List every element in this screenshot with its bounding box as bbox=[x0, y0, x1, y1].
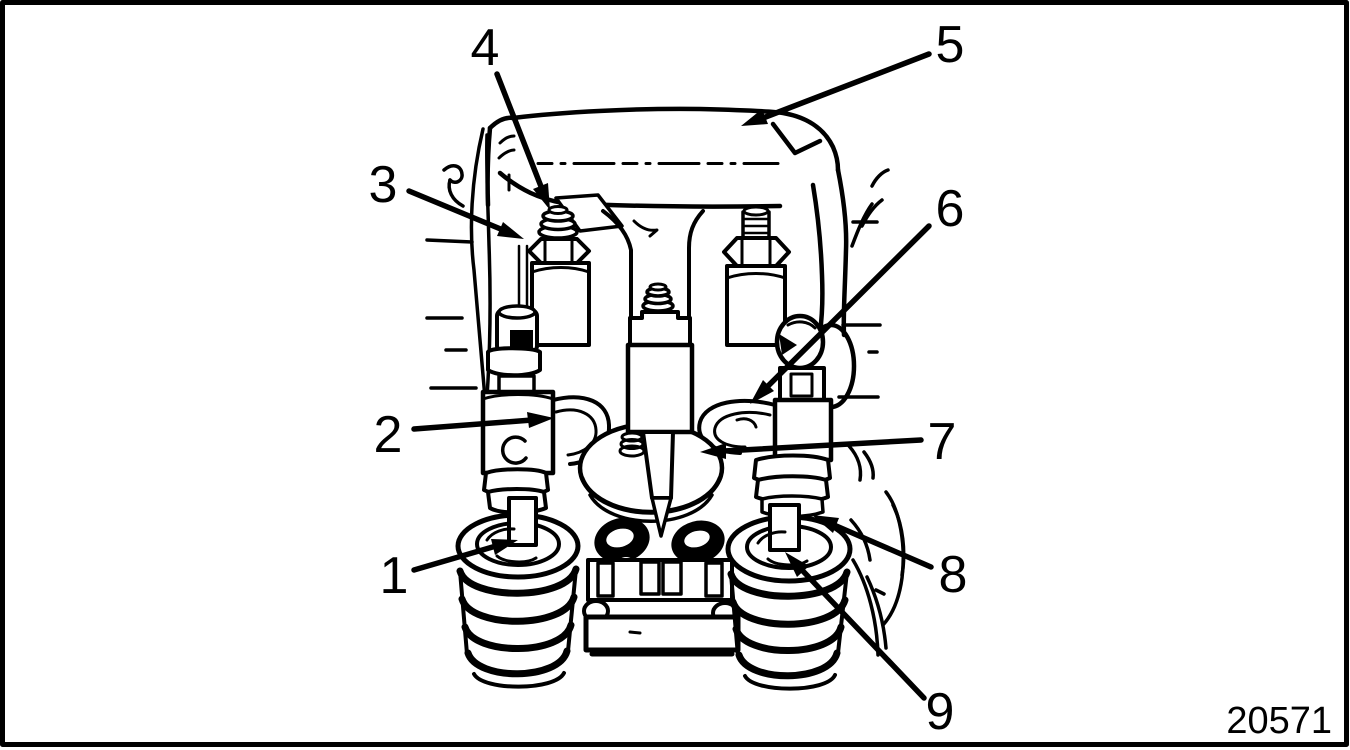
callout-5-arrowhead bbox=[741, 109, 768, 126]
callout-3-label: 3 bbox=[369, 156, 398, 214]
spring-right bbox=[725, 503, 853, 584]
injector-tip bbox=[641, 430, 675, 538]
callout-3: 3 bbox=[369, 156, 524, 239]
callout-7-arrowhead bbox=[700, 443, 726, 459]
callout-9-arrowhead bbox=[785, 552, 809, 577]
callout-8-leader bbox=[831, 522, 934, 570]
callout-6-arrowhead bbox=[750, 380, 774, 404]
spring-left bbox=[455, 496, 581, 580]
callout-8: 8 bbox=[812, 515, 967, 604]
callout-4-label: 4 bbox=[471, 19, 500, 77]
injector-center bbox=[625, 282, 695, 435]
valve-stem-right bbox=[768, 503, 801, 552]
callout-7: 7 bbox=[700, 413, 956, 471]
engine-edge-right bbox=[837, 168, 906, 657]
callout-3-arrowhead bbox=[497, 222, 524, 239]
callout-3-leader bbox=[406, 188, 506, 233]
callout-9: 9 bbox=[785, 552, 954, 741]
valve-stem-left bbox=[507, 496, 538, 547]
callout-9-label: 9 bbox=[926, 683, 955, 741]
callout-4-leader bbox=[494, 71, 545, 192]
stud-left bbox=[527, 205, 591, 347]
stud-right bbox=[722, 205, 791, 347]
rocker-bridge bbox=[485, 106, 857, 410]
callout-2: 2 bbox=[374, 406, 554, 464]
callout-2-leader bbox=[411, 417, 535, 432]
callout-4: 4 bbox=[471, 19, 550, 210]
callout-9-leader bbox=[798, 566, 927, 701]
callout-6-label: 6 bbox=[936, 180, 965, 238]
callout-2-arrowhead bbox=[527, 412, 554, 428]
callout-6-leader bbox=[763, 223, 932, 391]
callout-5-label: 5 bbox=[936, 16, 965, 74]
callout-5: 5 bbox=[741, 16, 964, 126]
callout-7-label: 7 bbox=[928, 413, 957, 471]
callout-1-label: 1 bbox=[380, 547, 409, 605]
figure-number: 20571 bbox=[1226, 700, 1332, 742]
callout-1-arrowhead bbox=[491, 539, 518, 555]
spring-coils-left bbox=[456, 565, 580, 689]
callout-2-label: 2 bbox=[374, 406, 403, 464]
spring-coils-right bbox=[727, 568, 851, 691]
callout-1-leader bbox=[411, 543, 499, 573]
fixture-bottom bbox=[582, 517, 741, 657]
callout-8-arrowhead bbox=[812, 515, 839, 533]
callout-5-leader bbox=[760, 51, 932, 121]
callout-6: 6 bbox=[750, 180, 964, 404]
callout-7-leader bbox=[721, 437, 924, 454]
callout-8-label: 8 bbox=[939, 546, 968, 604]
callout-1: 1 bbox=[380, 539, 518, 605]
callout-4-arrowhead bbox=[533, 183, 550, 210]
center-pillar bbox=[601, 209, 705, 342]
